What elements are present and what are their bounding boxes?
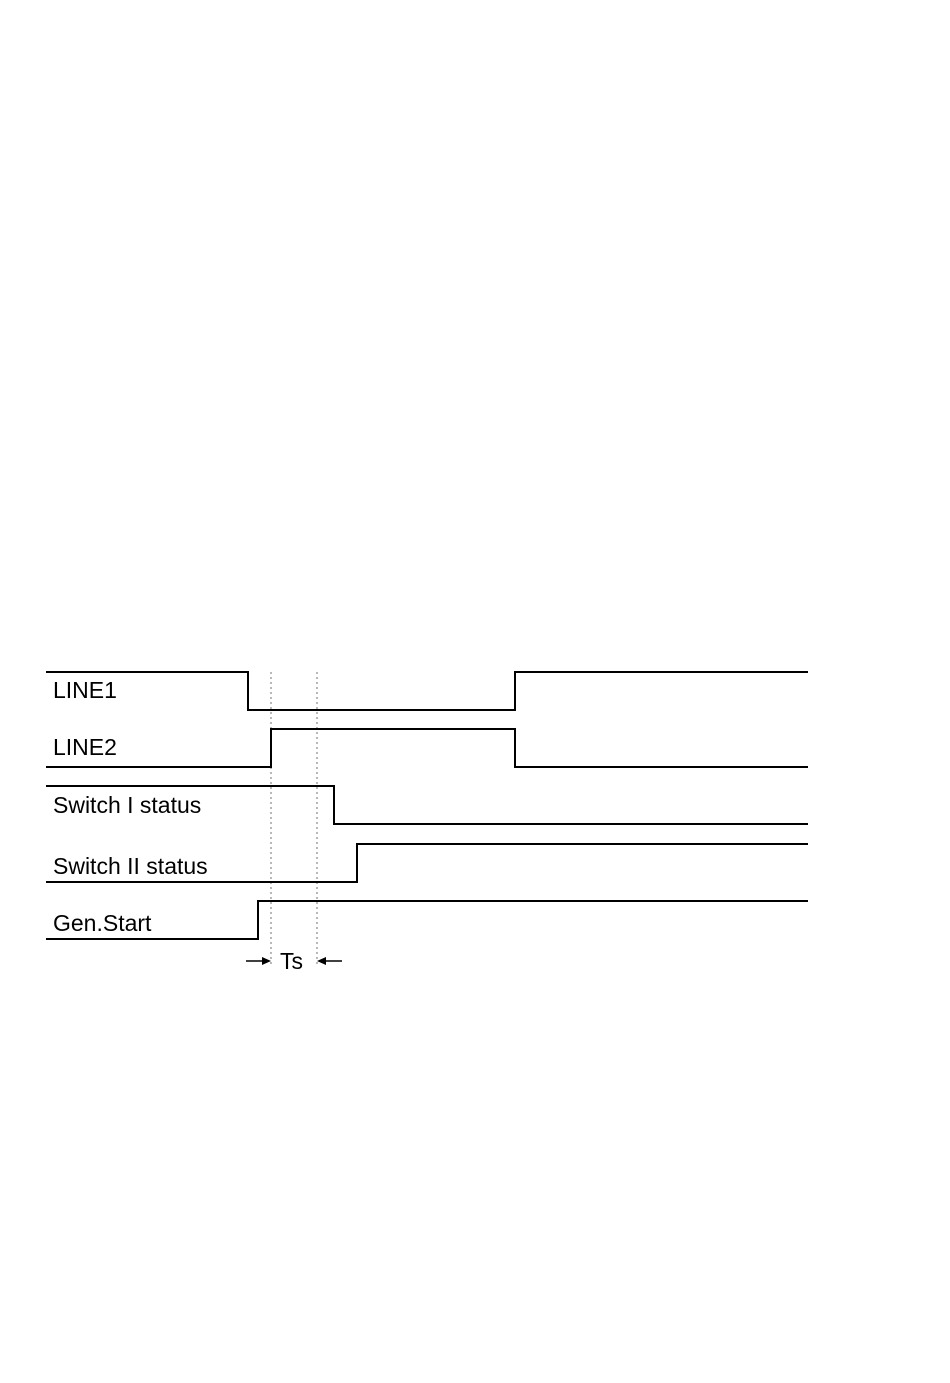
signal-switch-2-status: Switch II status bbox=[46, 844, 808, 882]
ts-left-arrowhead bbox=[262, 957, 271, 965]
gen-start-label: Gen.Start bbox=[53, 910, 152, 936]
line2-label: LINE2 bbox=[53, 734, 117, 760]
switch-1-status-label: Switch I status bbox=[53, 792, 201, 818]
signal-switch-1-status: Switch I status bbox=[46, 786, 808, 824]
ts-interval-marker: Ts bbox=[246, 948, 342, 974]
switch-2-status-label: Switch II status bbox=[53, 853, 208, 879]
line1-waveform bbox=[46, 672, 808, 710]
ts-label: Ts bbox=[280, 948, 303, 974]
line2-waveform bbox=[46, 729, 808, 767]
signal-line1: LINE1 bbox=[46, 672, 808, 710]
signal-line2: LINE2 bbox=[46, 729, 808, 767]
signal-gen-start: Gen.Start bbox=[46, 901, 808, 939]
line1-label: LINE1 bbox=[53, 677, 117, 703]
ts-right-arrowhead bbox=[317, 957, 326, 965]
gen-start-waveform bbox=[46, 901, 808, 939]
